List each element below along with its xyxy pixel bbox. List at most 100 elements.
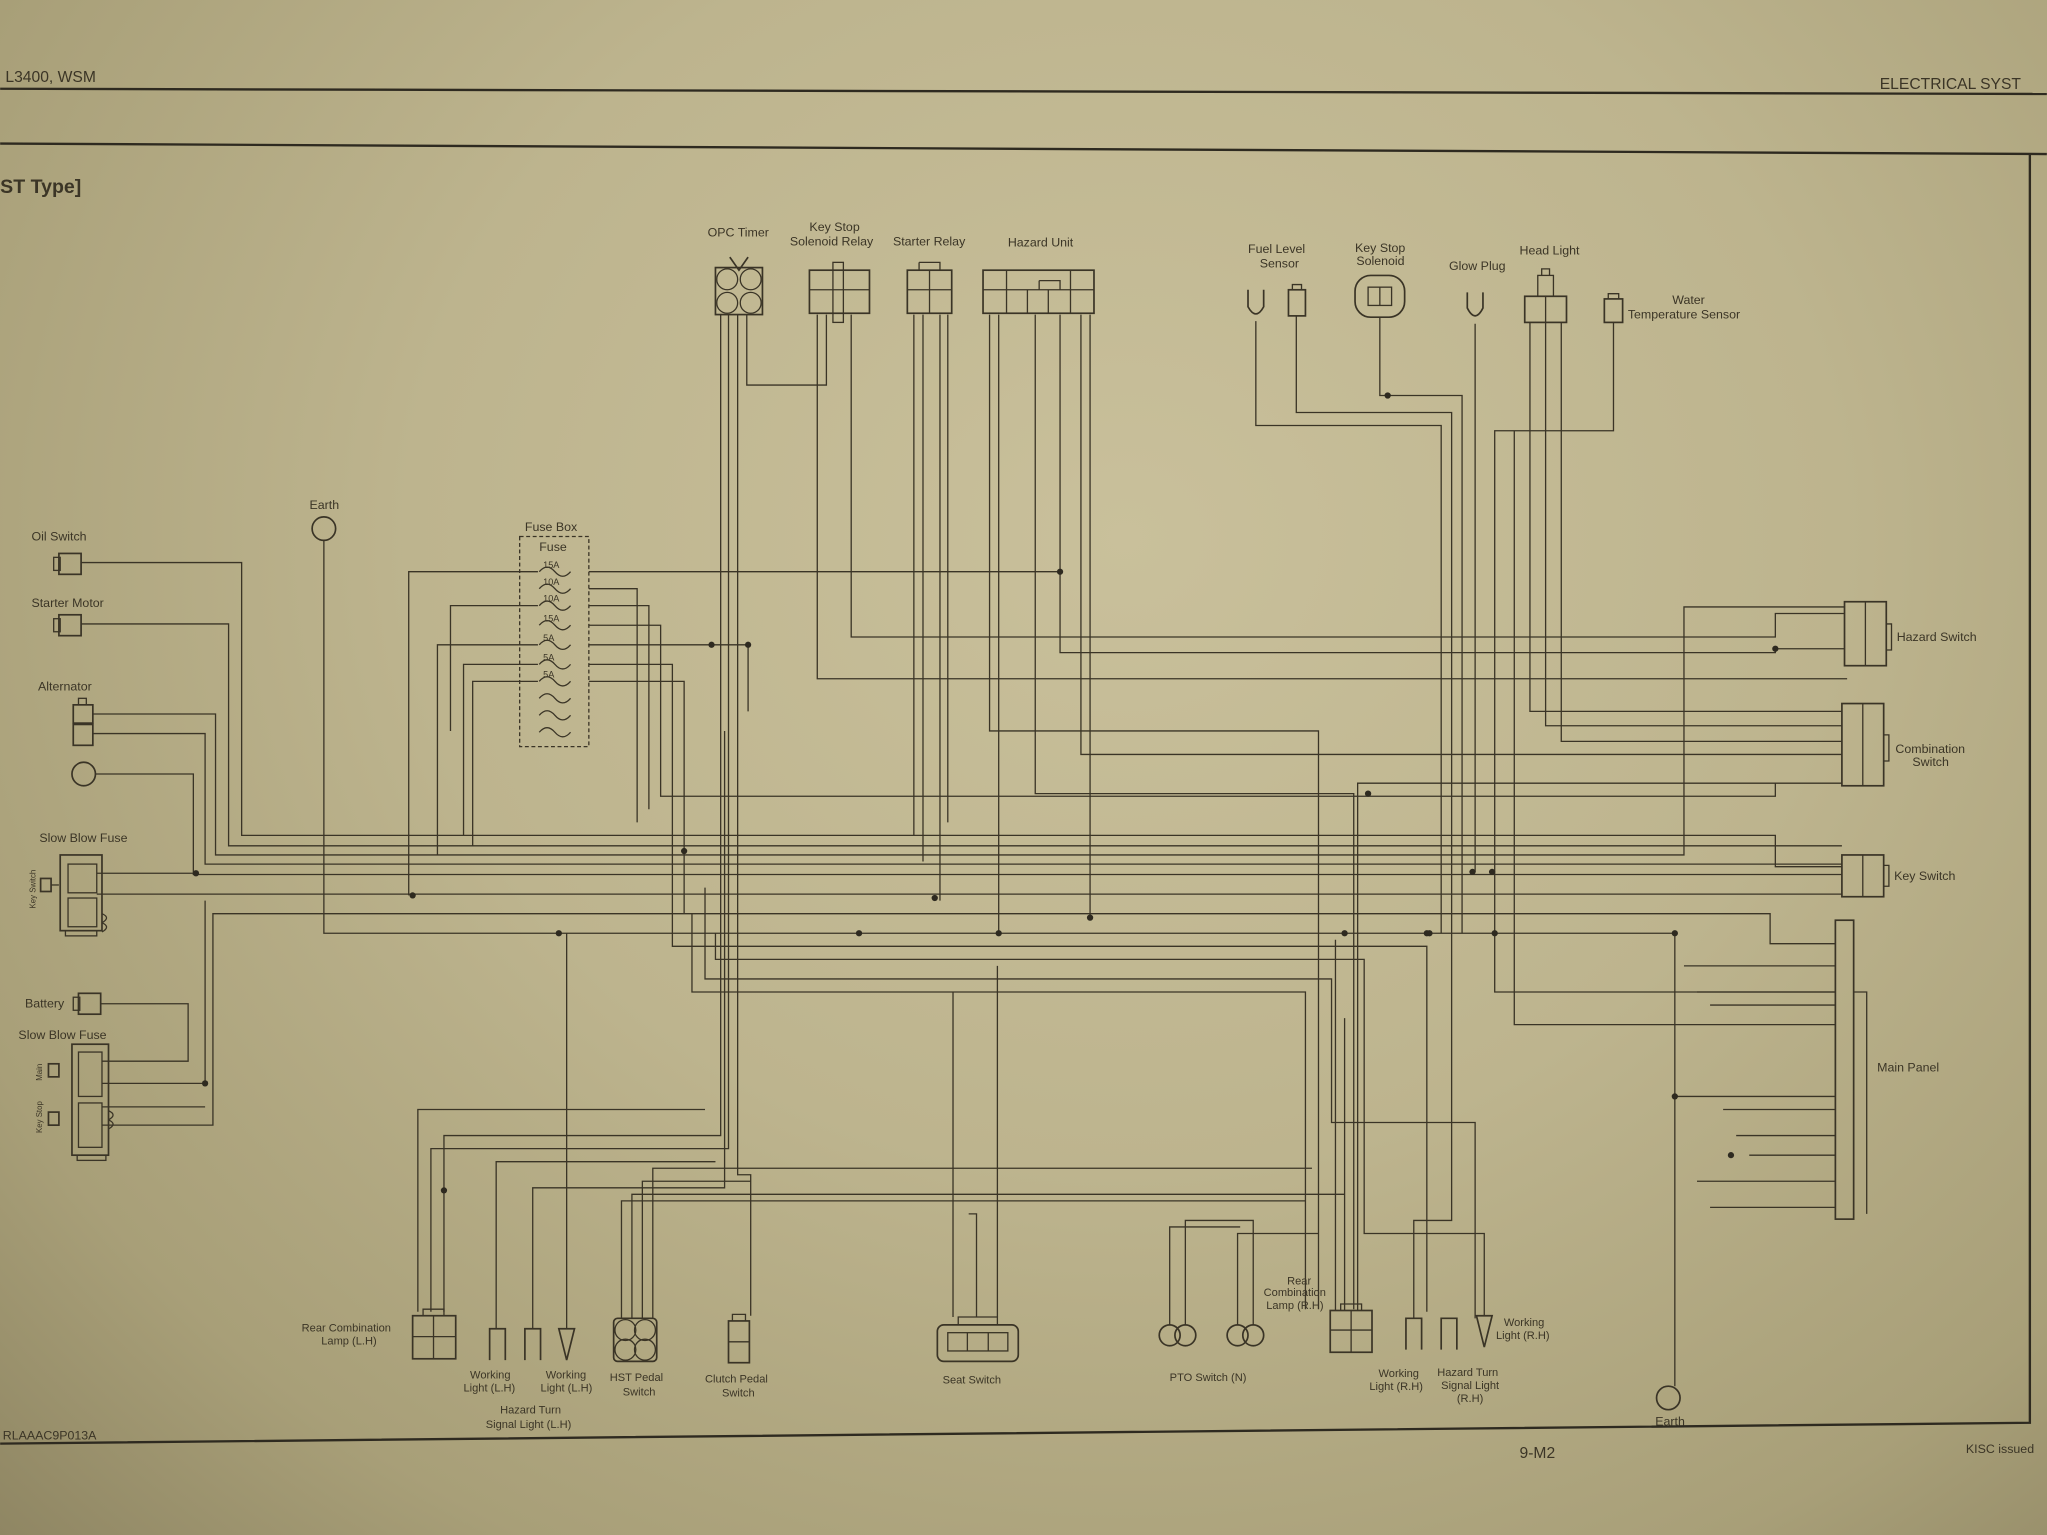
wire	[1169, 1226, 1241, 1325]
starter-relay-connector-icon	[906, 261, 953, 315]
starter-motor-connector-icon	[53, 613, 82, 637]
combination-switch-label-1: Combination	[1895, 742, 1965, 756]
rear-combination-lamp-lh-label-2: Lamp (L.H)	[321, 1335, 376, 1347]
wire	[641, 1180, 751, 1319]
wire-harness	[81, 314, 1848, 1387]
slow-blow-fuse-2-icon	[47, 1043, 114, 1162]
wire-junction	[1364, 790, 1372, 797]
fuse-rating: 15A	[543, 560, 560, 570]
wire	[652, 1167, 1312, 1319]
wire	[620, 1200, 1306, 1319]
wire-junction	[1384, 392, 1391, 399]
rear-combination-lamp-rh-connector-icon	[1329, 1303, 1373, 1354]
fuse-icon	[538, 710, 572, 721]
fuse-rating: 5A	[543, 633, 555, 643]
wire-junction	[1086, 914, 1094, 921]
earth-top-icon	[311, 516, 337, 542]
manual-title: L3400, WSM	[5, 69, 95, 86]
wire	[816, 314, 1848, 680]
fuse-box-outline	[519, 535, 590, 748]
alternator-connector-icon	[72, 697, 94, 747]
key-stop-solenoid-connector-icon	[1354, 274, 1406, 319]
wire	[704, 887, 1476, 1319]
wire	[1529, 322, 1842, 713]
alternator-terminal-icon	[71, 761, 97, 787]
hst-pedal-switch-label-2: Switch	[623, 1386, 656, 1398]
wire-junction	[1727, 1152, 1735, 1159]
wire	[92, 606, 1845, 856]
main-panel-label: Main Panel	[1877, 1061, 1939, 1075]
fuse-box-title: Fuse Box	[525, 520, 578, 534]
fuse-rating: 10A	[543, 577, 560, 587]
working-light-lh-2-label-2: Light (L.H)	[541, 1382, 593, 1394]
slow-blow-main-tag: Main	[35, 1064, 44, 1081]
wire	[430, 314, 730, 1312]
wire-junction	[1671, 1093, 1678, 1100]
wire	[1494, 322, 1836, 993]
hazard-turn-rh-label-2: Signal Light	[1441, 1380, 1499, 1392]
wire	[1255, 321, 1442, 934]
rear-combination-lamp-rh-label-2: Combination	[1264, 1287, 1326, 1299]
wire	[1513, 430, 1836, 1026]
starter-relay-label: Starter Relay	[893, 234, 966, 248]
fuse-rating: 5A	[543, 669, 555, 679]
wire	[1356, 782, 1776, 1311]
battery-label: Battery	[25, 997, 65, 1011]
hazard-turn-lh-label-2: Signal Light (L.H)	[486, 1419, 572, 1431]
head-light-label: Head Light	[1520, 244, 1580, 258]
oil-switch-connector-icon	[53, 552, 82, 576]
working-light-lh-1-label-1: Working	[470, 1369, 510, 1381]
wire	[449, 604, 538, 731]
section-title: ELECTRICAL SYST	[1880, 76, 2022, 93]
slow-blow-fuse-1-label: Slow Blow Fuse	[39, 831, 127, 845]
fuel-level-sensor-icon	[1247, 283, 1307, 317]
fuse-icon	[538, 676, 572, 687]
wire	[588, 680, 685, 914]
fuel-level-sensor-label-1: Fuel Level	[1248, 242, 1305, 256]
seat-switch-connector-icon	[936, 1316, 1020, 1363]
fuse-icon	[538, 583, 572, 594]
hst-pedal-switch-label-1: HST Pedal	[610, 1372, 663, 1384]
fuse-rating: 10A	[543, 594, 560, 604]
wire-junction	[555, 930, 562, 937]
key-switch-label: Key Switch	[1894, 869, 1955, 883]
hazard-unit-connector-icon	[982, 269, 1095, 315]
hazard-unit-label: Hazard Unit	[1008, 236, 1074, 250]
working-light-rh-1-label-2: Light (R.H)	[1369, 1381, 1423, 1393]
rear-combination-lamp-lh-connector-icon	[411, 1308, 457, 1360]
wire	[631, 1193, 1345, 1319]
pto-switch-icon	[1158, 1324, 1265, 1347]
wire	[436, 644, 538, 855]
wire-junction	[1671, 930, 1678, 937]
fuse-icon	[538, 566, 572, 577]
page-rules	[0, 87, 2047, 1445]
wire	[588, 604, 650, 810]
alternator-label: Alternator	[38, 679, 92, 693]
working-light-rh-2-label-2: Light (R.H)	[1496, 1330, 1550, 1342]
wire-junction	[440, 1187, 448, 1194]
hst-pedal-switch-connector-icon	[612, 1317, 658, 1363]
wire	[81, 623, 1842, 847]
working-light-lh-1-label-2: Light (L.H)	[464, 1382, 516, 1394]
wire-junction	[1469, 868, 1476, 876]
wire	[588, 571, 1845, 654]
wire	[1080, 314, 1842, 756]
wire-junction	[931, 894, 938, 902]
fuel-level-sensor-label-2: Sensor	[1260, 257, 1299, 271]
working-light-rh-2-label-1: Working	[1504, 1317, 1544, 1329]
fuse-rating: 5A	[543, 652, 555, 662]
wire-junction	[855, 930, 863, 937]
fuse-icon	[538, 659, 572, 670]
wire	[588, 663, 1428, 1312]
head-light-connector-icon	[1523, 268, 1568, 324]
wire-junction	[192, 870, 200, 877]
main-panel-connector-icon	[1834, 919, 1868, 1220]
wire	[100, 1003, 189, 1062]
earth-bottom-icon	[1655, 1385, 1681, 1411]
key-stop-solenoid-label-2: Solenoid	[1356, 254, 1404, 268]
wire	[1236, 1232, 1319, 1325]
starter-motor-label: Starter Motor	[31, 596, 103, 610]
wire	[746, 314, 828, 386]
